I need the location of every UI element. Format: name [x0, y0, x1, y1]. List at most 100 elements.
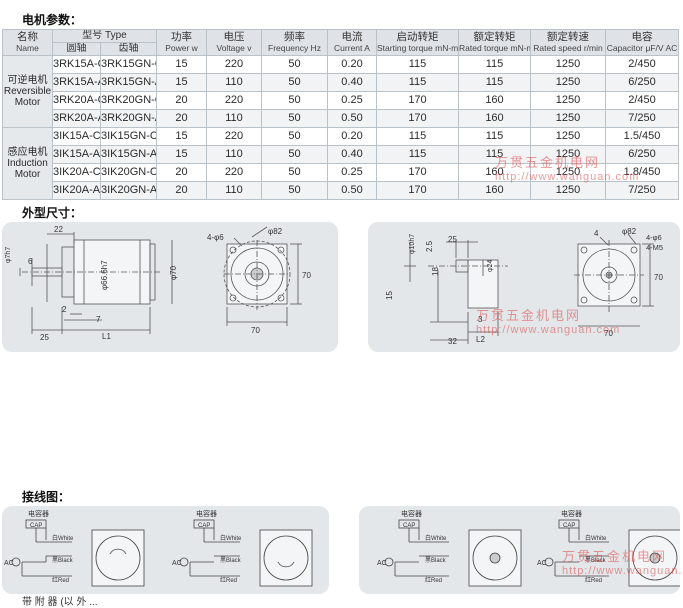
dim-a-2: 2 [62, 305, 67, 314]
wire1-black: 黑Black [52, 557, 74, 564]
wiring-unit-3: 电容器 CAP 白White 黑Black 红Red AC [377, 509, 522, 587]
wire2-white: 白White [220, 534, 242, 542]
table-cell: 1250 [530, 127, 606, 146]
table-cell: 50 [261, 91, 328, 110]
table-cell: 50 [261, 73, 328, 92]
dim-a-w70: 70 [251, 326, 260, 335]
table-cell: 1250 [530, 91, 606, 110]
dim-a-shaft-dia: φ7h7 [5, 247, 12, 263]
table-cell: 3RK15A-C [52, 55, 101, 74]
table-cell: 170 [376, 163, 459, 182]
table-cell: 15 [156, 55, 207, 74]
table-cell: 20 [156, 91, 207, 110]
wiring-svg-b: 电容器 CAP 白White 黑Black 红Red AC 电容 [377, 509, 680, 587]
table-cell: 115 [376, 73, 459, 92]
table-cell: 1250 [530, 55, 606, 74]
wire2-cap-en: CAP [198, 523, 210, 529]
table-cell: 6/250 [605, 145, 679, 164]
table-cell: 15 [156, 145, 207, 164]
table-cell: 3RK20GN-A [100, 109, 157, 128]
table-cell: 2/450 [605, 55, 679, 74]
dim-b-h70: 70 [654, 273, 663, 282]
table-cell: 0.50 [327, 181, 377, 200]
table-cell: 3IK20GN-C [100, 163, 157, 182]
table-cell: 3IK20GN-A [100, 181, 157, 200]
table-cell: 160 [458, 91, 531, 110]
table-cell: 50 [261, 109, 328, 128]
table-cell: 170 [376, 109, 459, 128]
table-cell: 220 [206, 55, 262, 74]
table-cell: 3IK15A-A [52, 145, 101, 164]
dimension-drawing-gear-shaft: φ10h7 25 2.5 18 φ24 15 3 32 L2 4 φ82 4-φ… [368, 222, 680, 352]
table-cell: 3RK15GN-C [100, 55, 157, 74]
dim-a-l1: L1 [102, 332, 111, 341]
table-cell: 110 [206, 145, 262, 164]
footer-cut-text: 带 附 器 (以 外 ... [22, 597, 98, 608]
table-cell: 115 [458, 127, 531, 146]
wire3-cap-cn: 电容器 [401, 509, 422, 518]
table-cell: 115 [376, 127, 459, 146]
dim-b-15: 15 [385, 291, 394, 300]
table-cell: 1250 [530, 73, 606, 92]
table-cell: 50 [261, 55, 328, 74]
table-cell: 3RK20GN-C [100, 91, 157, 110]
wire2-black: 黑Black [220, 557, 242, 564]
table-cell: 3RK15A-A [52, 73, 101, 92]
dim-b-32: 32 [448, 337, 457, 346]
wiring-unit-1: 电容器 CAP 白White 黑Black 红Red AC [4, 509, 145, 587]
dim-b-2-5: 2.5 [425, 240, 434, 252]
table-cell: 1.5/450 [605, 127, 679, 146]
table-cell: 50 [261, 127, 328, 146]
table-cell: 1250 [530, 145, 606, 164]
table-cell: 50 [261, 163, 328, 182]
wire2-ac: AC [172, 560, 182, 567]
wire1-cap-cn: 电容器 [28, 509, 49, 518]
section-title-wiring: 接线图： [22, 490, 71, 504]
section-title-dimensions: 外型尺寸： [22, 206, 83, 220]
section-title-motor-params: 电机参数： [22, 13, 83, 27]
header-gear-shaft: 齿轴 [100, 42, 157, 56]
wiring-svg-a: 电容器 CAP 白White 黑Black 红Red AC 电容 [4, 509, 313, 587]
dim-b-w70: 70 [604, 329, 613, 338]
header-round-shaft: 圆轴 [52, 42, 101, 56]
dim-a-6: 6 [28, 257, 33, 266]
dim-a-22: 22 [54, 225, 63, 234]
wire1-red: 红Red [52, 576, 69, 584]
dim-b-18: 18 [431, 267, 440, 276]
dim-b-25: 25 [448, 235, 457, 244]
wire3-red: 红Red [425, 576, 442, 584]
wire3-ac: AC [377, 560, 387, 567]
table-cell: 0.20 [327, 127, 377, 146]
table-cell: 3IK20A-A [52, 181, 101, 200]
table-cell: 6/250 [605, 73, 679, 92]
table-cell: 115 [376, 145, 459, 164]
table-cell: 50 [261, 145, 328, 164]
table-cell: 1.8/450 [605, 163, 679, 182]
dim-a-body-dia: φ70 [169, 265, 178, 280]
table-cell: 110 [206, 109, 262, 128]
dim-b-holes: 4-φ6 [646, 233, 662, 242]
table-cell: 20 [156, 163, 207, 182]
wire1-white: 白White [52, 534, 74, 542]
table-cell: 15 [156, 127, 207, 146]
wire4-ac: AC [537, 560, 547, 567]
table-cell: 1250 [530, 109, 606, 128]
dimension-svg-a: φ7h7 22 6 φ66.6h7 φ70 2 7 25 L1 4-φ6 φ82… [5, 225, 311, 342]
dim-b-shaft-dia: φ10h7 [409, 234, 416, 254]
table-cell: 160 [458, 163, 531, 182]
table-cell: 1250 [530, 181, 606, 200]
table-cell: 3IK15A-C [52, 127, 101, 146]
dim-a-25: 25 [40, 333, 49, 342]
table-cell: 115 [376, 55, 459, 74]
